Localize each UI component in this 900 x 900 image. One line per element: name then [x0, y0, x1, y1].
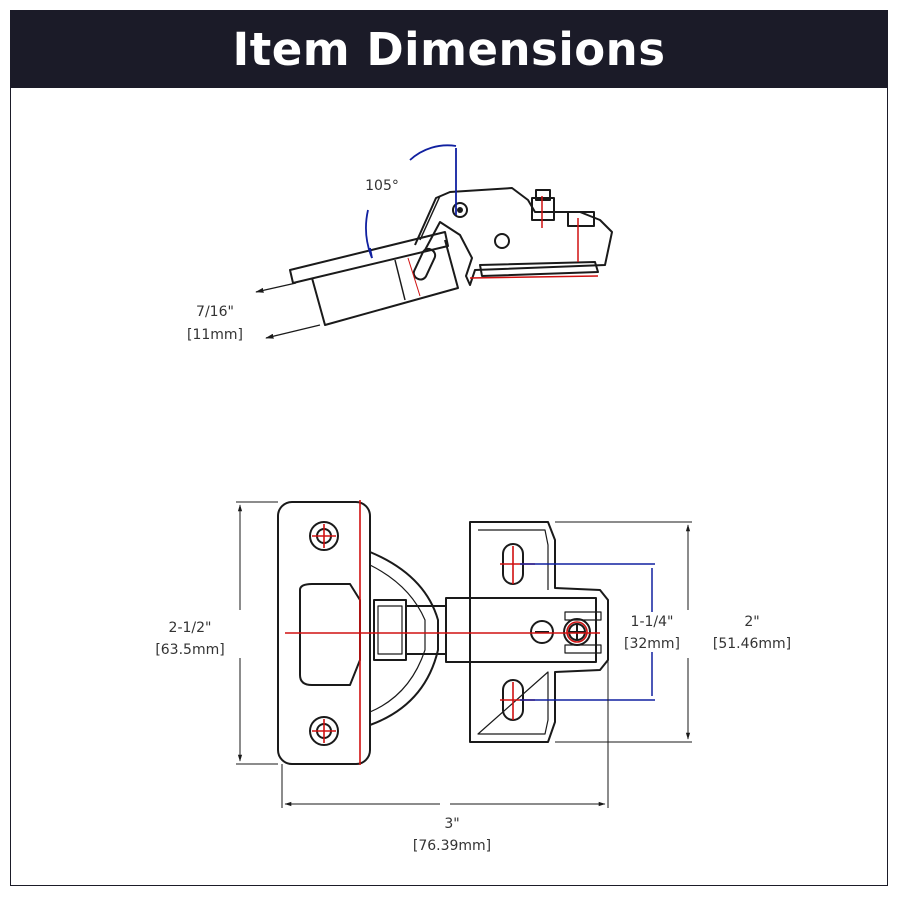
arm-screw — [530, 620, 554, 644]
cup-screw-bottom — [309, 716, 339, 746]
cup-slot — [412, 247, 437, 281]
screw-head-top — [531, 197, 555, 221]
hinge-cup-side — [289, 231, 449, 284]
length-imperial: 3" — [444, 816, 459, 832]
angle-indicator — [365, 144, 457, 259]
hole-spacing-metric: [32mm] — [624, 636, 680, 652]
overlay-imperial: 7/16" — [196, 304, 234, 320]
header-bar: Item Dimensions — [10, 10, 888, 88]
side-view — [289, 187, 613, 326]
diagram-frame — [10, 10, 888, 886]
page-title: Item Dimensions — [232, 22, 666, 76]
height-metric: [63.5mm] — [155, 642, 224, 658]
hole-spacing-dimension — [520, 563, 655, 701]
hole-spacing-imperial: 1-1/4" — [631, 614, 674, 630]
angle-label: 105° — [365, 178, 399, 194]
adjust-hole — [494, 233, 510, 249]
overlay-metric: [11mm] — [187, 327, 243, 343]
length-metric: [76.39mm] — [413, 838, 491, 854]
side-view-centerlines — [407, 196, 599, 297]
top-view-centerlines — [285, 500, 600, 765]
plate-height-metric: [51.46mm] — [713, 636, 791, 652]
hinge-arm-side — [414, 187, 613, 286]
overlay-dimension — [255, 282, 321, 339]
height-imperial: 2-1/2" — [169, 620, 212, 636]
dimension-lines — [236, 501, 692, 808]
cup-screw-top — [309, 521, 339, 551]
pivot-hole — [452, 202, 468, 218]
hinge-arm-top — [373, 599, 407, 661]
hinge-cup-body — [311, 239, 459, 326]
plate-height-imperial: 2" — [744, 614, 759, 630]
